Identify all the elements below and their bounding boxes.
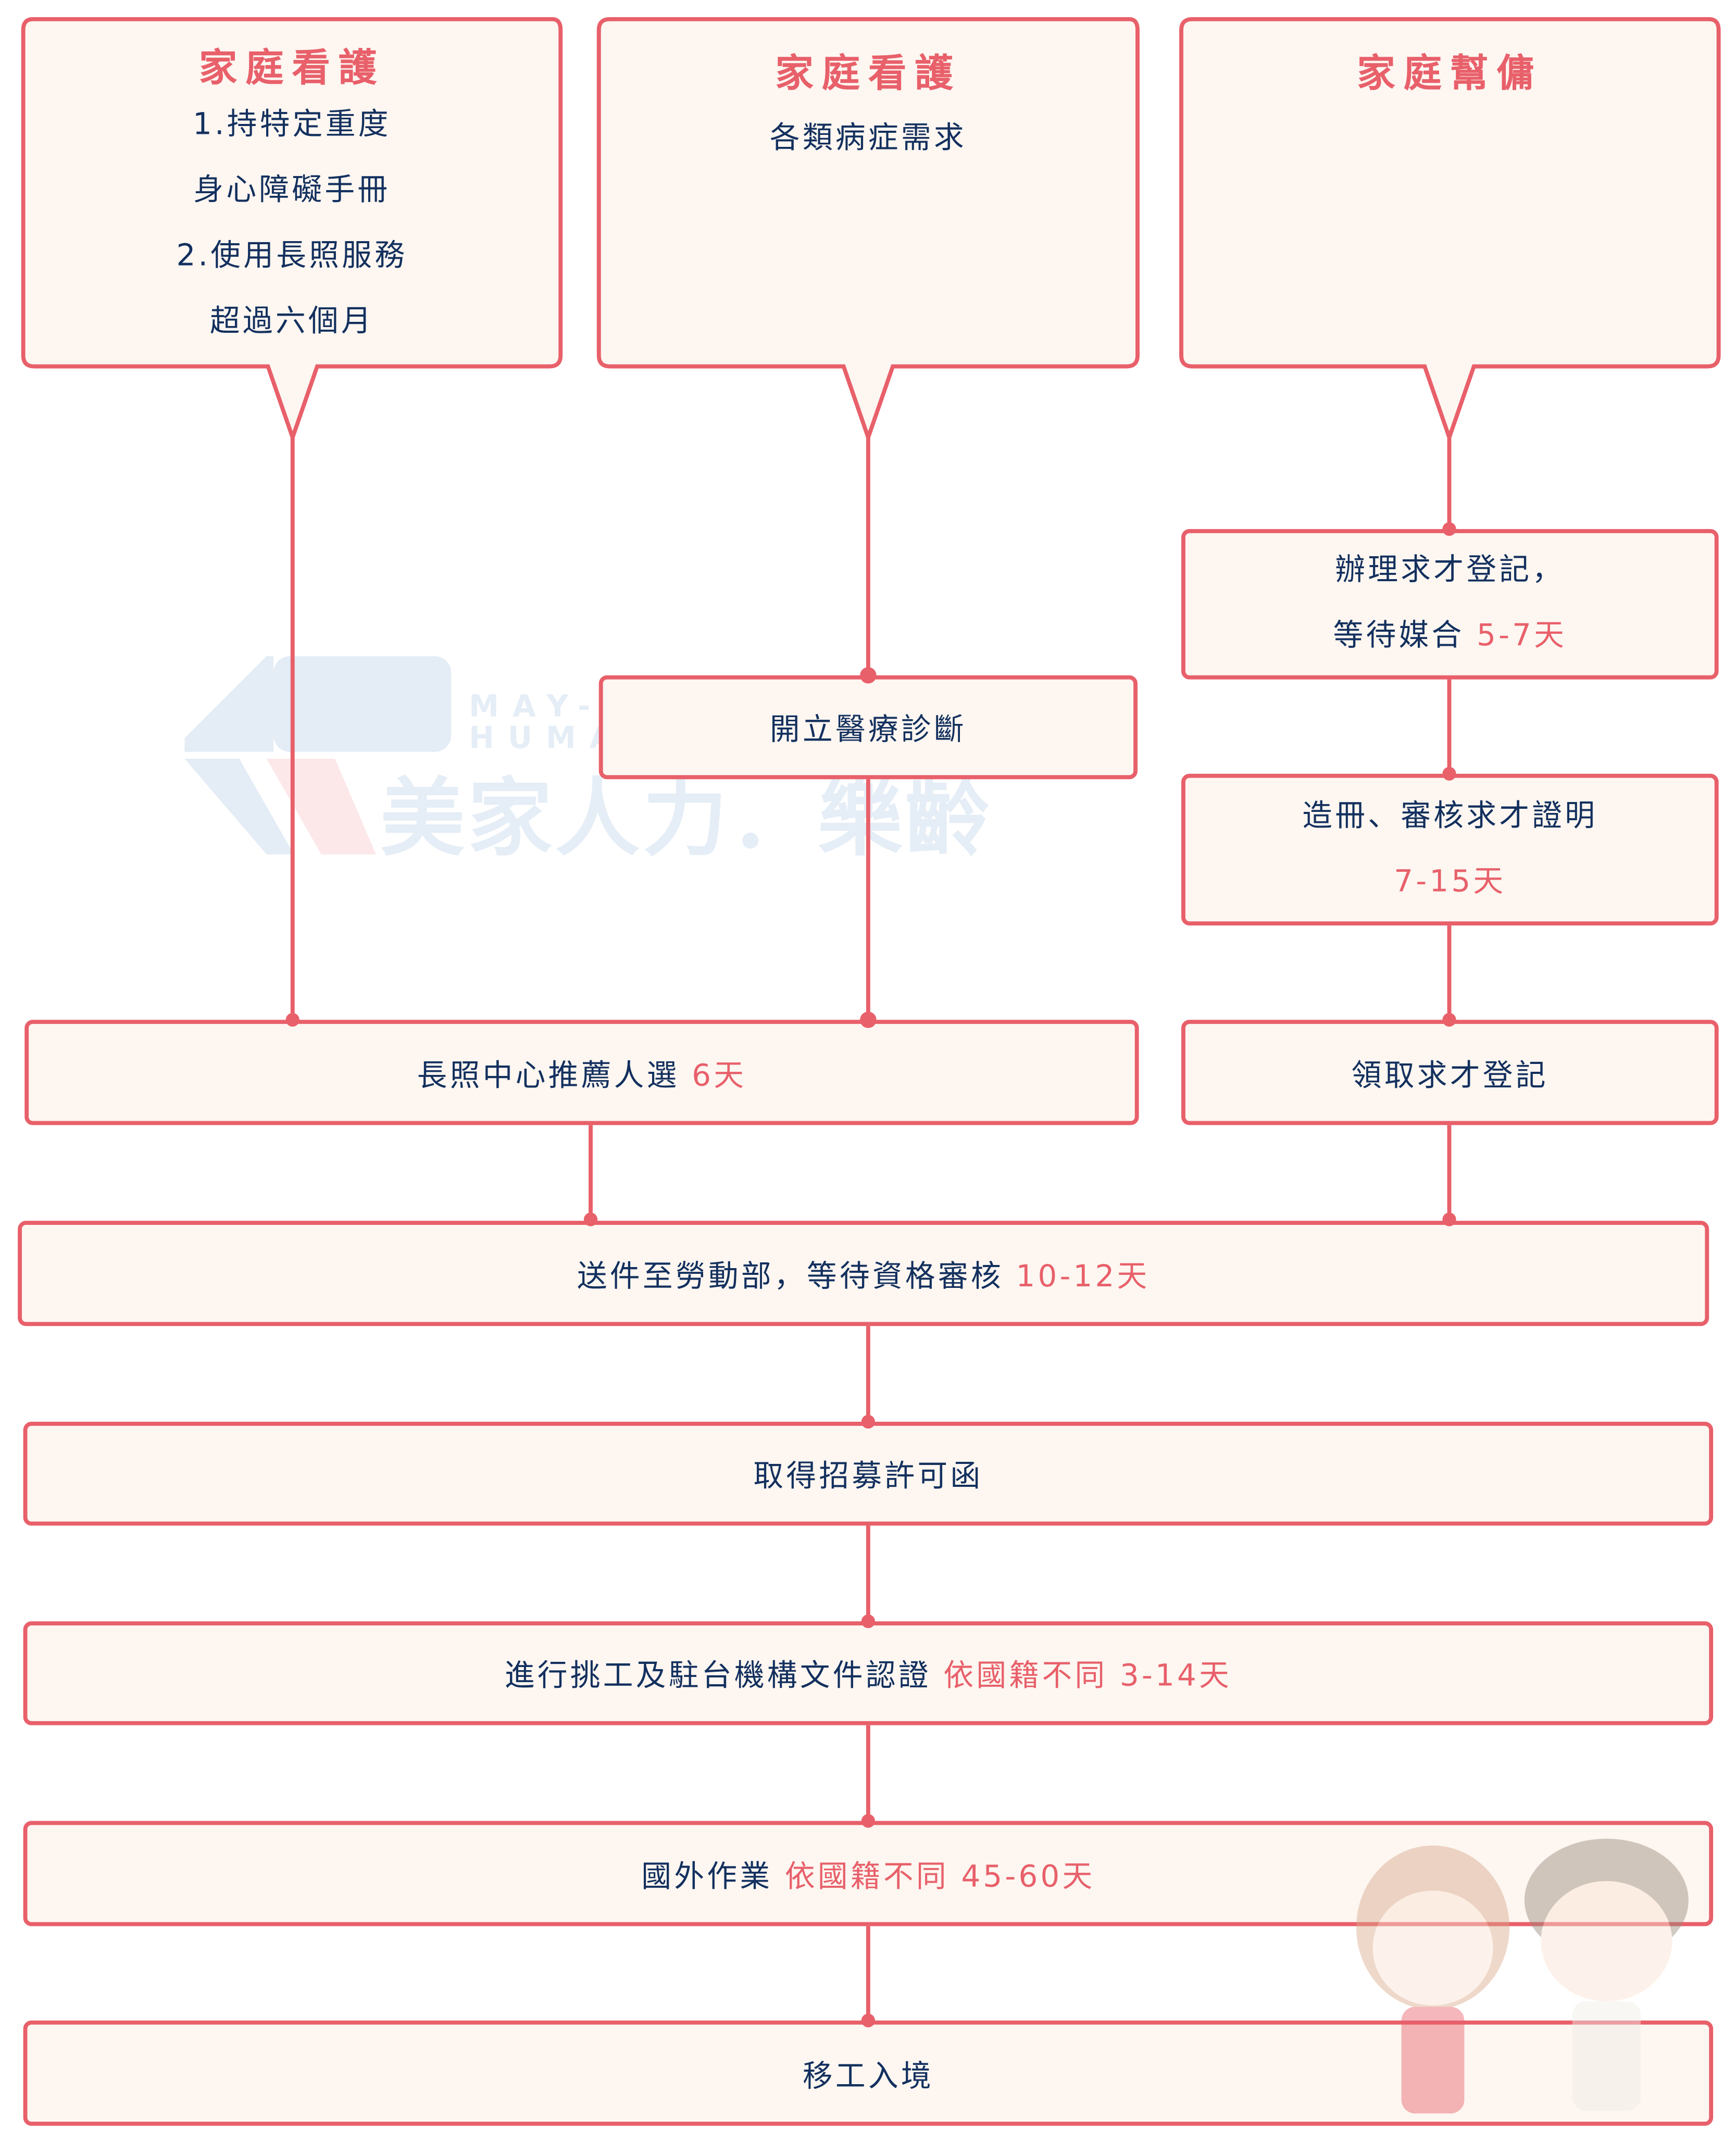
callout-line: 身心障礙手冊 xyxy=(193,173,391,208)
step-days: 10-12天 xyxy=(1016,1259,1150,1294)
callout-family-care-illness: 家庭看護 各類病症需求 xyxy=(599,41,1138,172)
step-days: 5-7天 xyxy=(1477,619,1567,654)
step-text: 送件至勞動部，等待資格審核 xyxy=(577,1259,1016,1294)
step-days: 7-15天 xyxy=(1394,864,1506,899)
step-text: 造冊、審核求才證明 xyxy=(1302,799,1598,833)
step-worker-entry: 移工入境 xyxy=(23,2020,1714,2126)
callout-line: 2.使用長照服務 xyxy=(176,239,408,273)
step-text: 移工入境 xyxy=(802,2059,934,2094)
callout-line: 各類病症需求 xyxy=(769,121,967,156)
callout-title: 家庭看護 xyxy=(775,51,961,96)
callout-line: 1.持特定重度 xyxy=(193,108,391,142)
callout-2-shape xyxy=(596,17,1140,444)
step-submit-labor-ministry: 送件至勞動部，等待資格審核 10-12天 xyxy=(18,1221,1709,1326)
callout-title: 家庭幫傭 xyxy=(1357,51,1543,96)
step-text: 國外作業 xyxy=(641,1860,785,1894)
step-job-registration: 辦理求才登記， 等待媒合 5-7天 xyxy=(1181,529,1719,680)
callout-1-shape xyxy=(21,17,563,444)
step-text: 辦理求才登記， xyxy=(1335,554,1565,588)
step-text: 長照中心推薦人選 xyxy=(417,1059,692,1093)
watermark-zh: 美家人力．樂齡 xyxy=(380,768,993,868)
step-recruit-permit: 取得招募許可函 xyxy=(23,1422,1714,1526)
step-text: 領取求才登記 xyxy=(1351,1059,1548,1093)
step-days: 依國籍不同 3-14天 xyxy=(943,1659,1232,1694)
step-ltc-recommend: 長照中心推薦人選 6天 xyxy=(24,1020,1139,1125)
step-days: 依國籍不同 45-60天 xyxy=(784,1860,1095,1894)
callout-family-care-disability: 家庭看護 1.持特定重度 身心障礙手冊 2.使用長照服務 超過六個月 xyxy=(23,35,561,355)
callout-title: 家庭看護 xyxy=(198,45,385,91)
callout-domestic-helper: 家庭幫傭 xyxy=(1181,41,1719,107)
callout-3-shape xyxy=(1179,17,1721,444)
step-worker-selection: 進行挑工及駐台機構文件認證 依國籍不同 3-14天 xyxy=(23,1621,1714,1725)
step-days: 6天 xyxy=(692,1059,747,1093)
step-text: 取得招募許可函 xyxy=(753,1460,983,1495)
workers-illustration-icon xyxy=(1356,1838,1689,2114)
step-text: 等待媒合 xyxy=(1333,619,1477,654)
step-text: 開立醫療診斷 xyxy=(769,713,967,748)
callout-line: 超過六個月 xyxy=(209,305,374,339)
step-text: 進行挑工及駐台機構文件認證 xyxy=(504,1659,944,1694)
step-roster-review: 造冊、審核求才證明 7-15天 xyxy=(1181,773,1719,926)
